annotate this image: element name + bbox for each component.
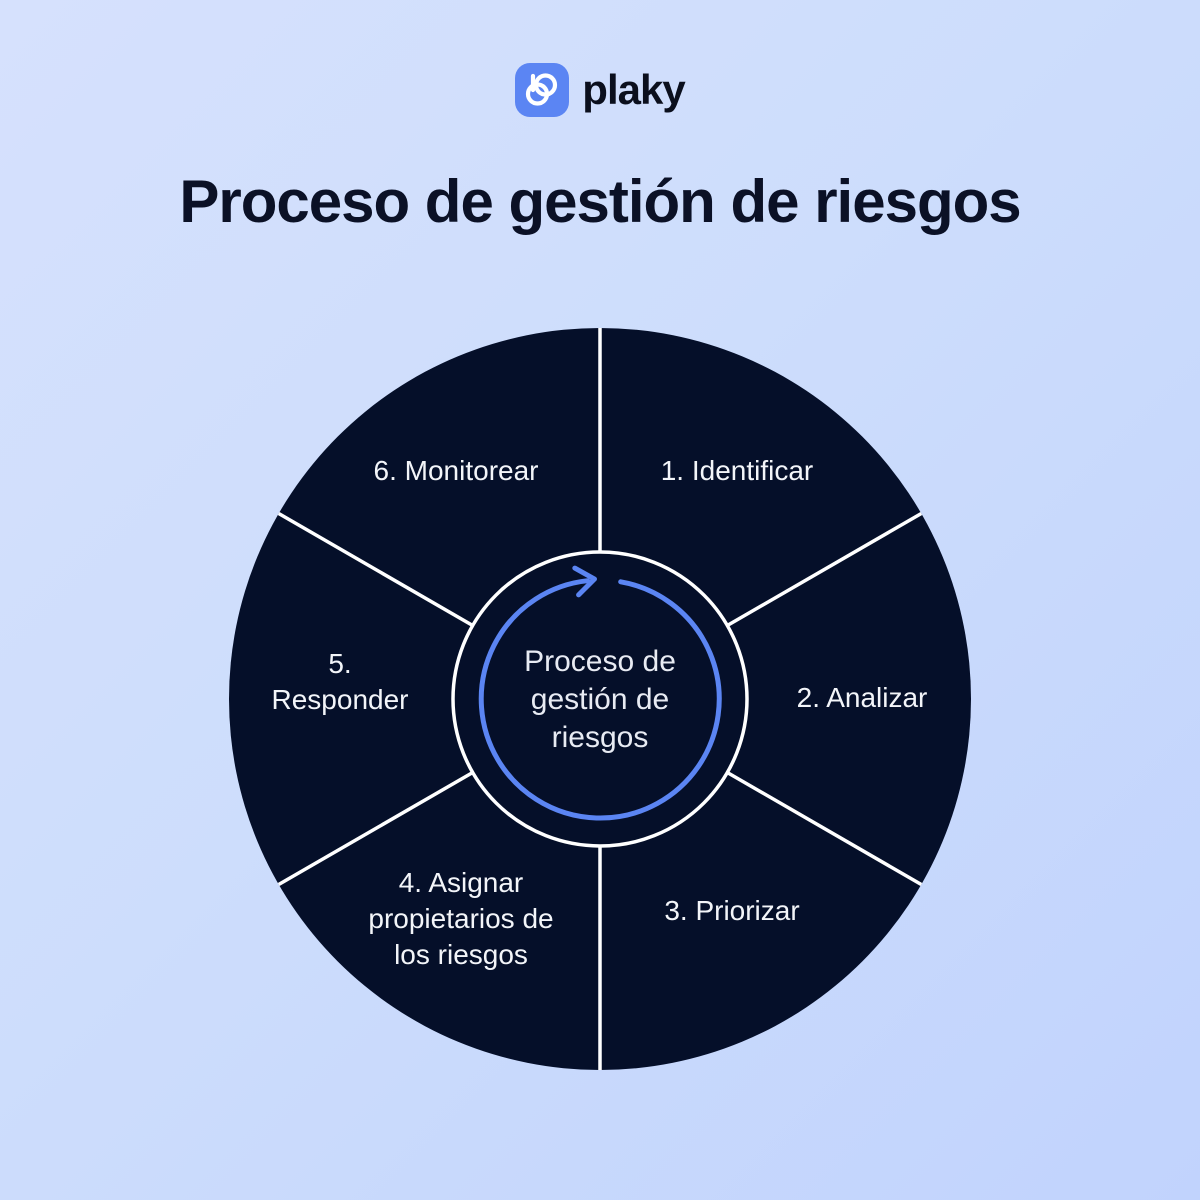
page-title: Proceso de gestión de riesgos: [179, 168, 1021, 235]
segment-divider: [726, 511, 923, 628]
segment-dividers: [277, 328, 923, 1070]
segment-label-monitorear: 6. Monitorear: [373, 455, 539, 486]
segment-label-asignar-propietarios: 4. Asignar propietarios de los riesgos: [368, 867, 554, 970]
segment-divider: [277, 770, 474, 887]
plaky-logo-glyph: [526, 73, 558, 106]
segment-label-priorizar: 3. Priorizar: [664, 895, 800, 926]
header: plaky: [0, 63, 1200, 117]
segment-label-identificar: 1. Identificar: [660, 455, 814, 486]
segment-divider: [277, 511, 474, 628]
plaky-wordmark: plaky: [582, 66, 685, 113]
segment-divider: [726, 770, 923, 887]
circular-arrow-icon: [478, 565, 722, 821]
segment-label-analizar: 2. Analizar: [796, 682, 928, 713]
plaky-logo-icon: [515, 63, 570, 117]
center-ring: [451, 550, 749, 848]
wheel-disc: [229, 328, 971, 1070]
wheel-center-label: Proceso de gestión de riesgos: [524, 645, 676, 754]
segment-label-responder: 5. Responder: [271, 648, 409, 715]
